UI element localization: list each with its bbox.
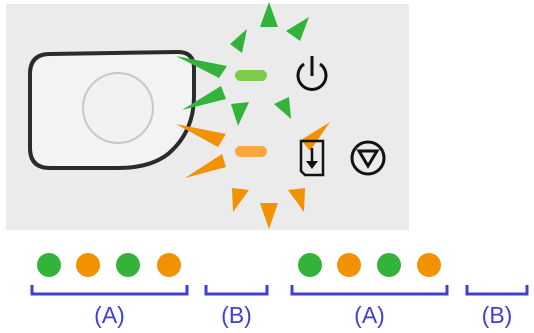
- bracket-b: [465, 285, 529, 296]
- sequence-dot-orange: [157, 253, 181, 277]
- sequence-label-a: (A): [94, 302, 125, 328]
- sequence-dot-orange: [76, 253, 100, 277]
- bracket-a: [290, 285, 449, 296]
- sequence-label-a: (A): [354, 302, 385, 328]
- button-face[interactable]: [82, 72, 154, 144]
- sequence-dot-green: [37, 253, 61, 277]
- blink-sequence: [37, 253, 441, 277]
- sequence-dot-orange: [337, 253, 361, 277]
- sequence-label-b: (B): [221, 302, 252, 328]
- sequence-dot-orange: [417, 253, 441, 277]
- bracket-b: [204, 285, 269, 296]
- sequence-dot-green: [116, 253, 140, 277]
- paper-feed-icon: [299, 139, 325, 177]
- sequence-label-b: (B): [481, 302, 513, 328]
- resume-button[interactable]: [28, 49, 196, 170]
- power-lamp-green: [235, 70, 267, 81]
- bracket-a: [30, 285, 189, 296]
- stop-icon[interactable]: [350, 140, 386, 176]
- power-icon: [296, 56, 328, 91]
- orange-flash-rays: [176, 122, 330, 229]
- sequence-dot-green: [298, 253, 322, 277]
- alarm-lamp-orange: [235, 146, 267, 157]
- sequence-dot-green: [377, 253, 401, 277]
- green-flash-rays: [176, 2, 309, 126]
